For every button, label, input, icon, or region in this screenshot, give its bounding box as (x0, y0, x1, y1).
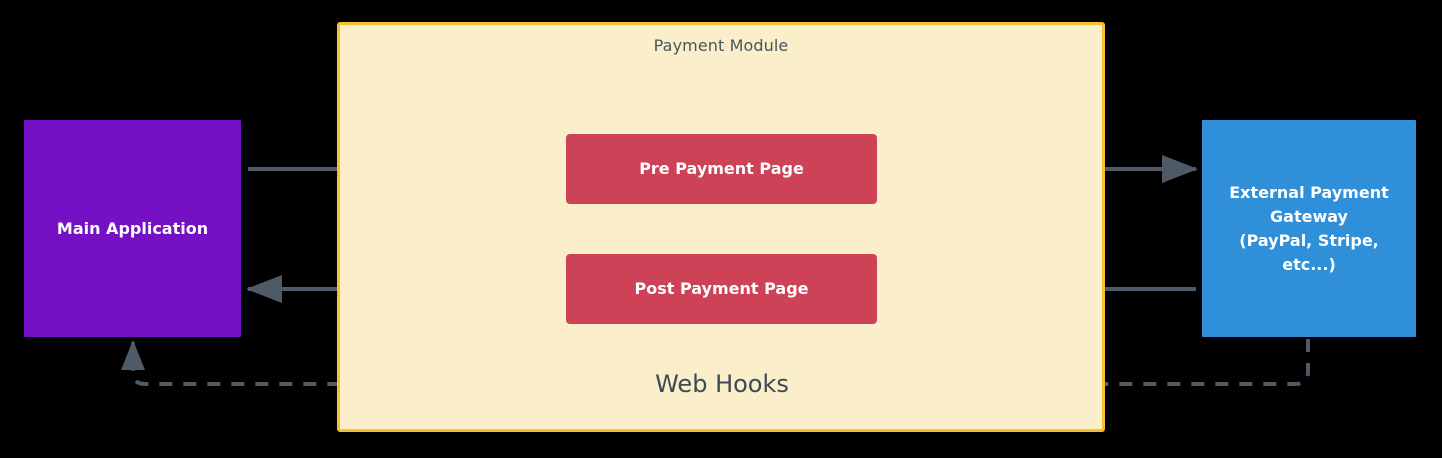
node-pre-payment-page-label: Pre Payment Page (639, 159, 804, 178)
edge-label-web-hooks: Web Hooks (646, 369, 798, 399)
node-external-gateway[interactable]: External Payment Gateway (PayPal, Stripe… (1202, 120, 1416, 337)
payment-module-title: Payment Module (653, 36, 789, 55)
node-main-application-label: Main Application (56, 218, 209, 238)
node-main-application[interactable]: Main Application (24, 120, 241, 337)
node-post-payment-page[interactable]: Post Payment Page (566, 254, 877, 324)
node-pre-payment-page[interactable]: Pre Payment Page (566, 134, 877, 204)
payment-module-container (337, 22, 1105, 432)
node-external-gateway-label: External Payment Gateway (PayPal, Stripe… (1229, 182, 1389, 274)
node-post-payment-page-label: Post Payment Page (634, 279, 809, 298)
